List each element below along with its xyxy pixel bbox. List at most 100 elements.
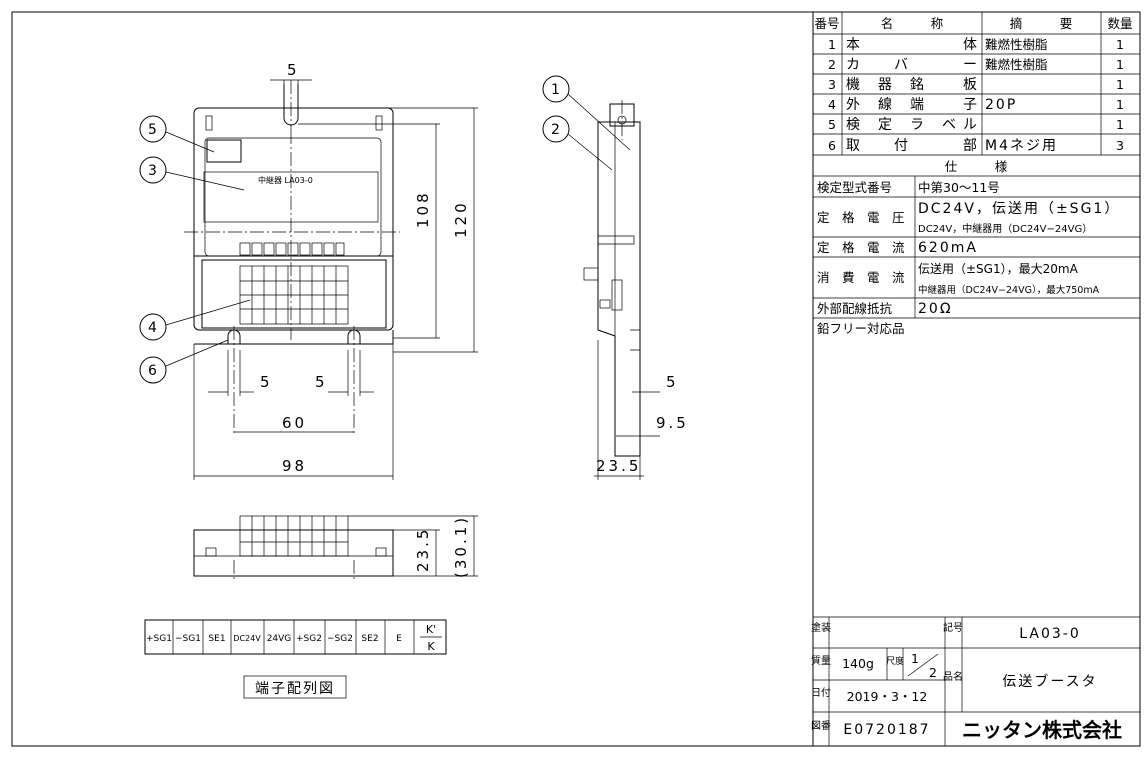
company-name: ニッタン株式会社 xyxy=(962,718,1122,742)
terminal-se2: SE2 xyxy=(361,634,378,644)
spec-value-consumption-2: 中継器用（DC24V−24VG），最大750mA xyxy=(918,284,1100,296)
balloon-1: 1 xyxy=(551,82,560,98)
dim-side-top: 5 xyxy=(666,373,679,391)
table-row: 4 外 線 端 子 20P 1 xyxy=(828,97,1124,113)
dim-width-total: 98 xyxy=(282,457,307,475)
table-row: 5 検 定 ラ ベ ル 1 xyxy=(828,117,1124,133)
date-value: 2019・3・12 xyxy=(847,689,928,704)
product-label: 品名 xyxy=(943,670,963,683)
part-qty: 1 xyxy=(1116,57,1124,72)
scale-label: 尺度 xyxy=(886,655,904,667)
front-body-outline xyxy=(193,107,394,331)
spec-label-current: 定 格 電 流 xyxy=(817,240,905,255)
mass-value: 140g xyxy=(842,656,874,671)
table-row: 6 取 付 部 M4ネジ用 3 xyxy=(828,138,1124,154)
parts-header-qty: 数量 xyxy=(1107,16,1132,31)
spec-value-wiring-resistance: 20Ω xyxy=(918,301,953,317)
part-no: 1 xyxy=(828,37,836,52)
part-name-tail: ー xyxy=(963,57,979,73)
parts-header-name: 名 称 xyxy=(881,16,944,31)
spec-value-voltage-1: DC24V，伝送用（±SG1） xyxy=(918,201,1120,217)
terminal-se1: SE1 xyxy=(208,634,225,644)
front-dimensions xyxy=(193,79,478,480)
dim-top-width: 5 xyxy=(287,61,300,79)
terminal-recess xyxy=(201,259,387,329)
parts-header-desc: 摘 要 xyxy=(1010,16,1073,31)
part-desc: M4ネジ用 xyxy=(985,138,1058,154)
balloon-3: 3 xyxy=(148,163,157,179)
spec-value-model-cert: 中第30～11号 xyxy=(918,180,1000,195)
drawing-no-label: 図番 xyxy=(811,720,831,732)
part-qty: 1 xyxy=(1116,37,1124,52)
balloon-5: 5 xyxy=(148,122,157,138)
part-no: 3 xyxy=(828,77,836,92)
terminal-e: E xyxy=(396,634,402,644)
spec-table: 仕 様 検定型式番号 中第30～11号 定 格 電 圧 DC24V，伝送用（±S… xyxy=(813,159,1140,336)
balloon-4: 4 xyxy=(148,320,157,336)
spec-value-current: 620mA xyxy=(918,240,978,256)
front-view: 中継器 LA03-0 xyxy=(184,80,400,436)
terminal-k-prime: K' xyxy=(426,623,436,636)
part-name-head: 機 器 銘 xyxy=(846,77,926,93)
part-name-tail: 体 xyxy=(963,37,979,53)
part-desc: 20P xyxy=(985,97,1017,113)
scale-denominator: 2 xyxy=(929,665,937,680)
product-name: 伝送ブースタ xyxy=(1002,673,1097,690)
dim-height-total: 120 xyxy=(452,200,470,238)
part-name-head: 取 付 xyxy=(846,138,910,154)
spec-label-consumption: 消 費 電 流 xyxy=(817,270,905,285)
terminal-sg2-minus: −SG2 xyxy=(327,634,353,644)
nameplate-text: 中継器 LA03-0 xyxy=(258,175,313,185)
part-name-head: カ バ xyxy=(846,57,910,73)
dim-hole-left: 5 xyxy=(260,373,273,391)
side-dimensions xyxy=(594,340,660,480)
terminal-block xyxy=(239,265,349,325)
dim-bottom-depth-ref: (30.1) xyxy=(452,515,470,578)
balloon-6: 6 xyxy=(148,363,157,379)
part-name-head: 検 定 ラ ベ xyxy=(846,117,958,133)
terminal-sg2-plus: +SG2 xyxy=(296,634,322,644)
part-qty: 1 xyxy=(1116,77,1124,92)
terminal-legend: +SG1 −SG1 SE1 DC24V 24VG +SG2 −SG2 SE2 E… xyxy=(144,619,447,699)
terminal-24vg: 24VG xyxy=(267,634,292,644)
spec-value-consumption-1: 伝送用（±SG1），最大20mA xyxy=(918,261,1079,276)
drawing-no: E0720187 xyxy=(843,722,930,738)
part-desc: 難燃性樹脂 xyxy=(985,57,1048,72)
part-no: 4 xyxy=(828,97,836,112)
spec-label-wiring-resistance: 外部配線抵抗 xyxy=(817,301,893,316)
bottom-view xyxy=(193,515,394,580)
terminal-dc24v: DC24V xyxy=(233,634,261,643)
part-name-tail: ル xyxy=(963,117,979,133)
bottom-dimensions xyxy=(348,515,478,577)
terminal-sg1-minus: −SG1 xyxy=(175,634,201,644)
part-qty: 1 xyxy=(1116,97,1124,112)
part-name-tail: 部 xyxy=(963,138,979,154)
part-name-tail: 子 xyxy=(963,97,979,113)
side-view xyxy=(583,100,641,457)
table-row: 3 機 器 銘 板 1 xyxy=(828,77,1124,93)
parts-header-no: 番号 xyxy=(814,16,839,31)
balloons: 5 3 4 6 1 2 xyxy=(139,75,631,384)
part-name-head: 本 xyxy=(846,37,862,53)
part-name-head: 外 線 端 xyxy=(846,97,926,113)
dim-hole-pitch: 60 xyxy=(282,414,307,432)
model-label: 記号 xyxy=(943,621,963,634)
certification-label xyxy=(206,139,242,163)
mass-label: 質量 xyxy=(811,654,831,667)
dim-side-depth: 23.5 xyxy=(596,457,641,475)
table-row: 2 カ バ ー 難燃性樹脂 1 xyxy=(828,57,1124,73)
part-no: 2 xyxy=(828,57,836,72)
scale-numerator: 1 xyxy=(911,651,919,666)
part-qty: 3 xyxy=(1116,138,1124,153)
part-no: 5 xyxy=(828,117,836,132)
dim-bottom-depth: 23.5 xyxy=(414,527,432,572)
part-qty: 1 xyxy=(1116,117,1124,132)
part-no: 6 xyxy=(828,138,836,153)
cover-window xyxy=(204,137,382,257)
sheet-border xyxy=(11,11,1141,747)
dim-side-offset: 9.5 xyxy=(656,414,689,432)
spec-note: 鉛フリー対応品 xyxy=(817,321,905,336)
dim-height-inner: 108 xyxy=(414,190,432,228)
